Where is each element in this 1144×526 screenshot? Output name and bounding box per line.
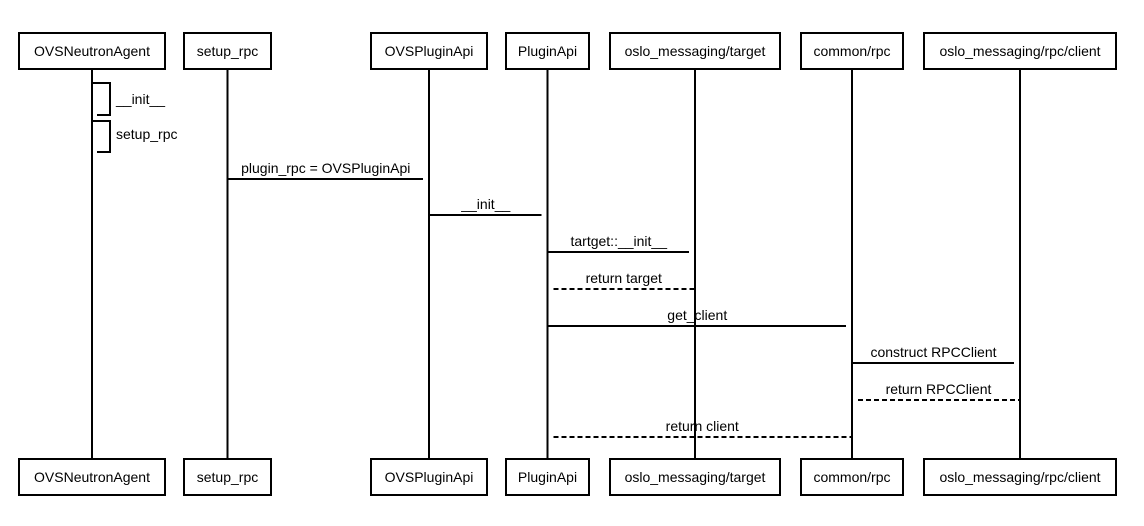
message-label: return target <box>586 270 662 286</box>
participant-label: oslo_messaging/rpc/client <box>939 43 1100 59</box>
participant-label: OVSNeutronAgent <box>34 469 150 485</box>
participant-label: oslo_messaging/target <box>625 469 766 485</box>
message-label: __init__ <box>460 196 510 212</box>
participant-box <box>18 32 166 70</box>
participant-box <box>609 458 781 496</box>
participant-papi-top: PluginApi <box>505 32 590 70</box>
participant-label: common/rpc <box>813 469 890 485</box>
message-return-rpcclient: return RPCClient <box>858 381 1019 401</box>
participant-target-bottom: oslo_messaging/target <box>609 458 781 496</box>
participant-client-bottom: oslo_messaging/rpc/client <box>923 458 1117 496</box>
self-call-bracket <box>92 82 111 116</box>
participant-label: oslo_messaging/target <box>625 43 766 59</box>
message-return-target: return target <box>553 270 694 290</box>
participant-rpc-bottom: common/rpc <box>800 458 904 496</box>
message-init-call: __init__ <box>430 196 542 216</box>
participant-setup-top: setup_rpc <box>183 32 272 70</box>
participant-label: OVSPluginApi <box>385 469 474 485</box>
participant-box <box>923 32 1117 70</box>
participant-label: PluginApi <box>518 469 577 485</box>
participant-header-row: OVSNeutronAgent setup_rpc OVSPluginApi Plug… <box>18 32 1117 70</box>
participant-box <box>183 32 272 70</box>
participant-box <box>923 458 1117 496</box>
participant-box <box>370 32 488 70</box>
participant-label: common/rpc <box>813 43 890 59</box>
participant-label: OVSNeutronAgent <box>34 43 150 59</box>
participant-box <box>18 458 166 496</box>
message-plugin-rpc: plugin_rpc = OVSPluginApi <box>228 160 423 180</box>
message-get-client: get_client <box>548 307 846 327</box>
participant-setup-bottom: setup_rpc <box>183 458 272 496</box>
participant-box <box>370 458 488 496</box>
message-label: return client <box>666 418 739 434</box>
message-construct-client: construct RPCClient <box>853 344 1014 364</box>
lifelines <box>91 69 1021 459</box>
participant-box <box>800 32 904 70</box>
participant-box <box>505 458 590 496</box>
participant-client-top: oslo_messaging/rpc/client <box>923 32 1117 70</box>
participant-target-top: oslo_messaging/target <box>609 32 781 70</box>
participant-ovsapi-top: OVSPluginApi <box>370 32 488 70</box>
participant-box <box>183 458 272 496</box>
message-return-client: return client <box>553 418 851 438</box>
message-target-init: tartget::__init__ <box>548 233 689 253</box>
message-setup-rpc-self: setup_rpc <box>92 120 177 153</box>
participant-label: OVSPluginApi <box>385 43 474 59</box>
message-label: get_client <box>667 307 727 323</box>
messages: __init__ setup_rpc plugin_rpc = OVSPluginA… <box>92 82 1019 438</box>
message-init-self: __init__ <box>92 82 165 116</box>
participant-box <box>800 458 904 496</box>
message-label: tartget::__init__ <box>570 233 667 249</box>
participant-label: setup_rpc <box>197 469 258 485</box>
message-label: __init__ <box>115 91 165 107</box>
self-call-bracket <box>92 120 111 153</box>
participant-label: setup_rpc <box>197 43 258 59</box>
participant-footer-row: OVSNeutronAgent setup_rpc OVSPluginApi Plug… <box>18 458 1117 496</box>
message-label: construct RPCClient <box>870 344 996 360</box>
participant-box <box>609 32 781 70</box>
participant-label: PluginApi <box>518 43 577 59</box>
participant-label: oslo_messaging/rpc/client <box>939 469 1100 485</box>
message-label: setup_rpc <box>116 126 177 142</box>
participant-rpc-top: common/rpc <box>800 32 904 70</box>
participant-agent-top: OVSNeutronAgent <box>18 32 166 70</box>
participant-papi-bottom: PluginApi <box>505 458 590 496</box>
participant-box <box>505 32 590 70</box>
participant-ovsapi-bottom: OVSPluginApi <box>370 458 488 496</box>
message-label: return RPCClient <box>886 381 992 397</box>
message-label: plugin_rpc = OVSPluginApi <box>241 160 410 176</box>
participant-agent-bottom: OVSNeutronAgent <box>18 458 166 496</box>
